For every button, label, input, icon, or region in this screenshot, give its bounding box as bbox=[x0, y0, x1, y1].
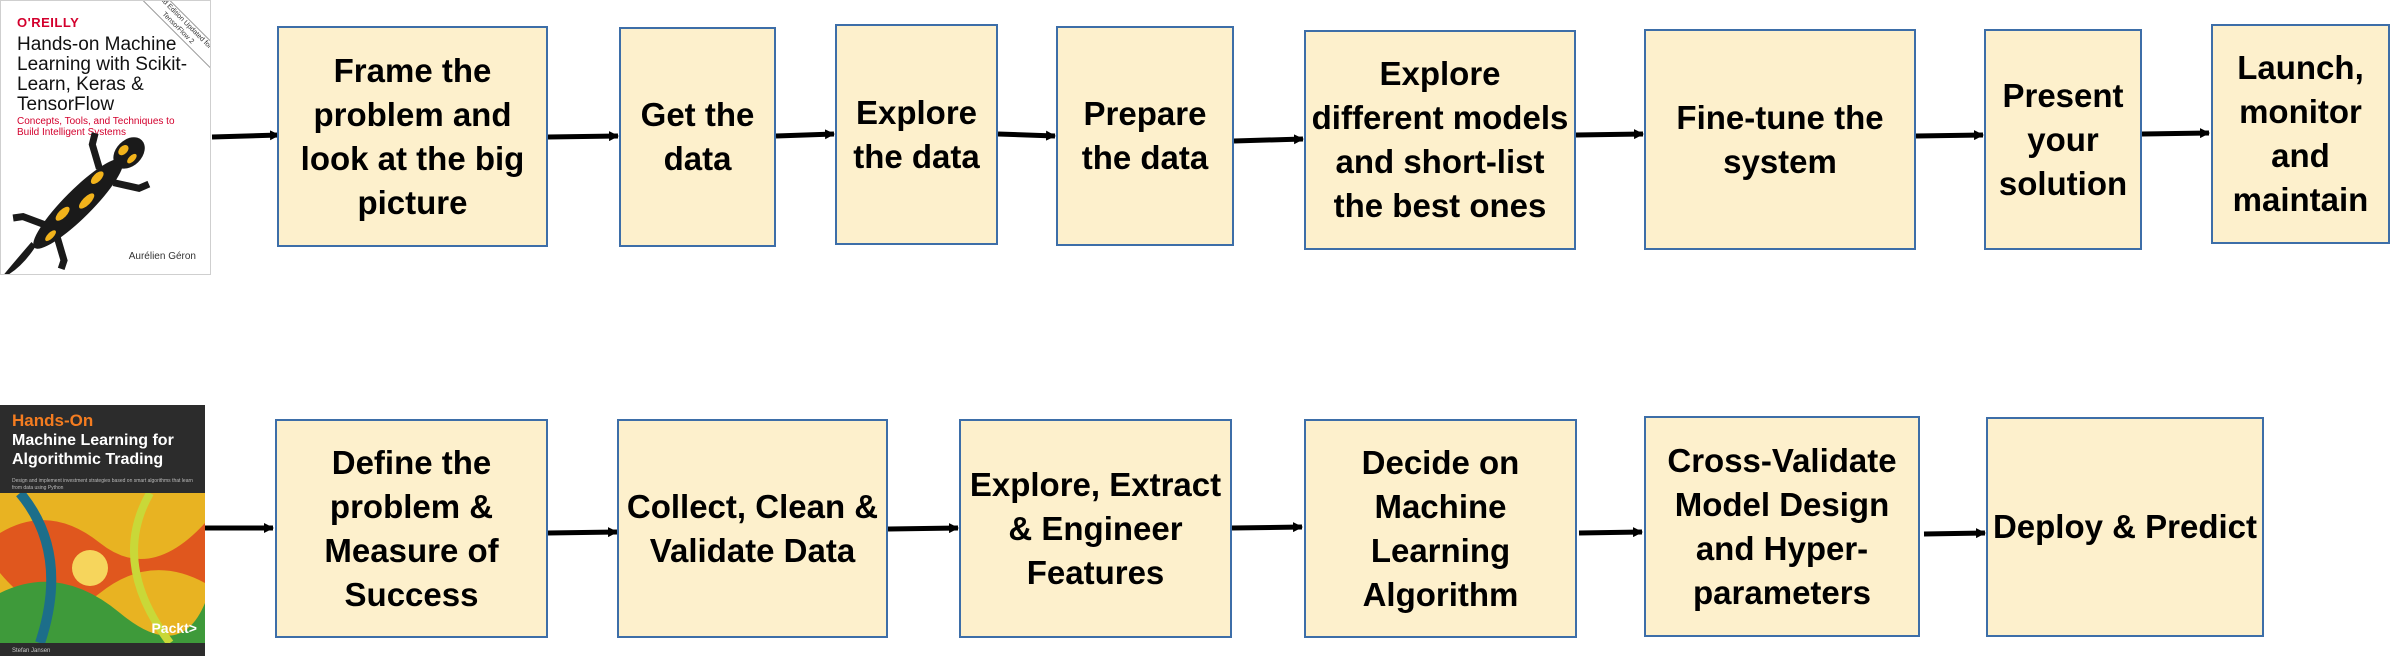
packt-book-cover: Hands-On Machine Learning for Algorithmi… bbox=[0, 405, 205, 656]
cover-title: Hands-on Machine Learning with Scikit-Le… bbox=[17, 34, 188, 115]
arrow bbox=[211, 130, 280, 141]
salamander-illustration bbox=[1, 132, 151, 274]
oreilly-book-cover: O'REILLY 2nd Edition Updated for TensorF… bbox=[0, 0, 211, 275]
arrow bbox=[1923, 528, 1986, 539]
cover-title-line2: Machine Learning for Algorithmic Trading bbox=[12, 432, 174, 468]
arrow bbox=[1575, 129, 1644, 140]
arrow bbox=[547, 131, 619, 142]
step-get-data: Get the data bbox=[619, 27, 776, 247]
arrow bbox=[997, 130, 1056, 141]
arrow bbox=[1915, 130, 1984, 141]
row2-arrows bbox=[205, 522, 1986, 539]
step-fine-tune: Fine-tune the system bbox=[1644, 29, 1916, 250]
step-decide-algorithm: Decide on Machine Learning Algorithm bbox=[1304, 419, 1577, 638]
step-prepare-data: Prepare the data bbox=[1056, 26, 1234, 246]
arrow bbox=[1233, 134, 1304, 145]
cover-subtitle: Concepts, Tools, and Techniques to Build… bbox=[17, 116, 175, 138]
arrow bbox=[1231, 522, 1303, 533]
arrow bbox=[1578, 527, 1643, 538]
step-collect-clean: Collect, Clean & Validate Data bbox=[617, 419, 888, 638]
step-explore-models: Explore different models and short-list … bbox=[1304, 30, 1576, 250]
cover-publisher-logo: Packt> bbox=[151, 620, 197, 636]
step-deploy-predict: Deploy & Predict bbox=[1986, 417, 2264, 637]
abstract-art-illustration bbox=[0, 493, 205, 643]
arrow bbox=[887, 523, 959, 534]
cover-author: Aurélien Géron bbox=[128, 251, 196, 262]
arrow bbox=[2141, 128, 2210, 139]
step-explore-data: Explore the data bbox=[835, 24, 998, 245]
step-launch-monitor: Launch, monitor and maintain bbox=[2211, 24, 2390, 244]
step-cross-validate: Cross-Validate Model Design and Hyper-pa… bbox=[1644, 416, 1920, 637]
step-frame-problem: Frame the problem and look at the big pi… bbox=[277, 26, 548, 247]
cover-author: Stefan Jansen bbox=[12, 648, 51, 654]
cover-publisher: O'REILLY bbox=[17, 15, 80, 30]
arrow bbox=[547, 527, 618, 538]
cover-blurb: Design and implement investment strategi… bbox=[12, 478, 193, 491]
step-define-problem: Define the problem & Measure of Success bbox=[275, 419, 548, 638]
row1-arrows bbox=[211, 128, 2210, 145]
step-engineer-features: Explore, Extract & Engineer Features bbox=[959, 419, 1232, 638]
cover-title-line1: Hands-On bbox=[12, 411, 94, 430]
arrow bbox=[775, 129, 835, 140]
step-present-solution: Present your solution bbox=[1984, 29, 2142, 250]
